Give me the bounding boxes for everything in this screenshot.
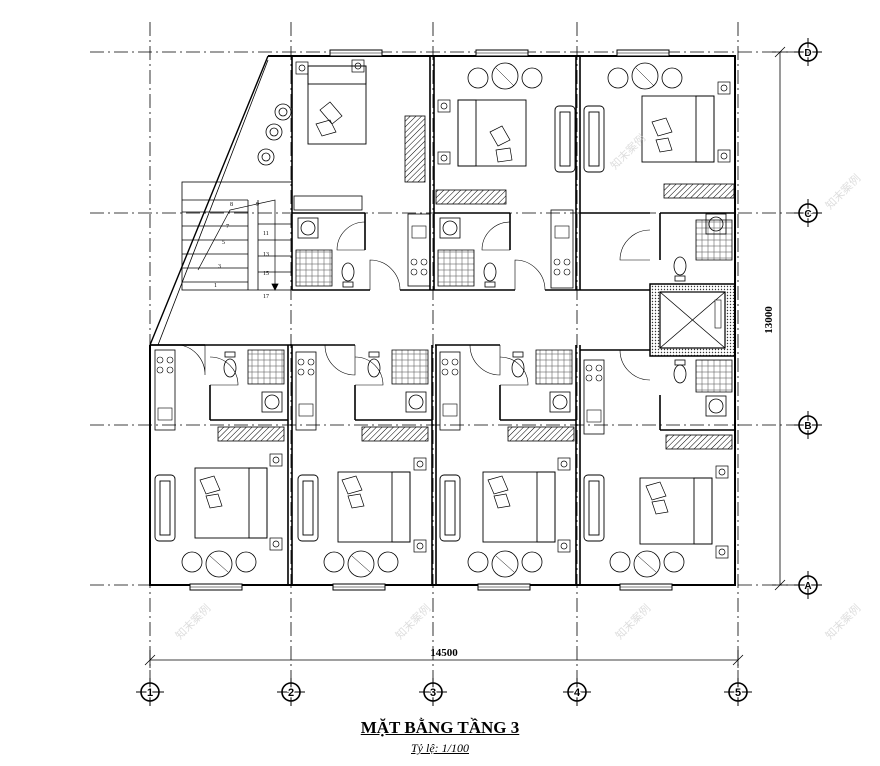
drawing-title: MẶT BẰNG TẦNG 3 bbox=[360, 718, 520, 737]
stair-step-8: 8 bbox=[230, 202, 233, 208]
planters bbox=[257, 103, 292, 166]
axis-label-row-a: A bbox=[804, 581, 811, 592]
interior-walls bbox=[150, 56, 735, 585]
stair-step-1: 1 bbox=[214, 283, 217, 289]
beds bbox=[194, 65, 715, 545]
axis-marker-col-3: 3 bbox=[419, 678, 447, 706]
wardrobes bbox=[217, 115, 735, 450]
row-axis-markers: D C B A bbox=[794, 38, 822, 599]
height-dimension-label: 13000 bbox=[763, 306, 775, 334]
axis-label-col-2: 2 bbox=[288, 687, 294, 699]
watermark-text: 知末案例 bbox=[612, 601, 653, 642]
doors bbox=[179, 221, 651, 386]
width-dimension-label: 14500 bbox=[430, 647, 458, 659]
sofas bbox=[154, 105, 605, 542]
watermark-text: 知末案例 bbox=[392, 601, 433, 642]
axis-marker-row-a: A bbox=[794, 571, 822, 599]
column-axis-markers: 1 2 3 4 5 bbox=[136, 678, 752, 706]
drawing-scale: Tỷ lệ: 1/100 bbox=[411, 741, 469, 755]
axis-marker-col-2: 2 bbox=[277, 678, 305, 706]
stair-step-13: 13 bbox=[263, 252, 269, 258]
watermark-text: 知末案例 bbox=[822, 601, 863, 642]
axis-label-row-d: D bbox=[804, 48, 811, 59]
axis-marker-row-d: D bbox=[794, 38, 822, 66]
stair-step-17: 17 bbox=[263, 294, 269, 300]
dimension-lines bbox=[144, 46, 788, 668]
elevator-core bbox=[649, 283, 736, 357]
stair-step-3: 3 bbox=[218, 264, 221, 270]
axis-label-col-4: 4 bbox=[574, 687, 581, 699]
bathrooms bbox=[223, 195, 733, 417]
axis-marker-col-4: 4 bbox=[563, 678, 591, 706]
stair-step-11: 11 bbox=[263, 231, 269, 237]
stair-step-5: 5 bbox=[222, 240, 225, 246]
dining-sets bbox=[181, 62, 685, 578]
axis-label-col-1: 1 bbox=[147, 687, 153, 699]
axis-label-row-c: C bbox=[804, 209, 811, 220]
axis-label-col-5: 5 bbox=[735, 687, 741, 699]
stair-step-labels: 1 3 5 7 8 9 11 13 15 17 bbox=[214, 202, 269, 300]
axis-marker-col-5: 5 bbox=[724, 678, 752, 706]
axis-label-col-3: 3 bbox=[430, 687, 436, 699]
kitchen-counters bbox=[154, 209, 605, 435]
windows bbox=[189, 49, 673, 591]
axis-marker-col-1: 1 bbox=[136, 678, 164, 706]
axis-marker-row-b: B bbox=[794, 411, 822, 439]
stair-step-15: 15 bbox=[263, 271, 269, 277]
watermark-text: 知末案例 bbox=[822, 171, 863, 212]
outer-walls bbox=[149, 55, 736, 586]
stair-step-7: 7 bbox=[226, 224, 229, 230]
axis-marker-row-c: C bbox=[794, 199, 822, 227]
stair-step-9: 9 bbox=[256, 202, 259, 208]
staircase bbox=[181, 181, 293, 291]
watermark-text: 知末案例 bbox=[172, 601, 213, 642]
nightstands bbox=[269, 59, 731, 559]
axis-label-row-b: B bbox=[804, 421, 811, 432]
